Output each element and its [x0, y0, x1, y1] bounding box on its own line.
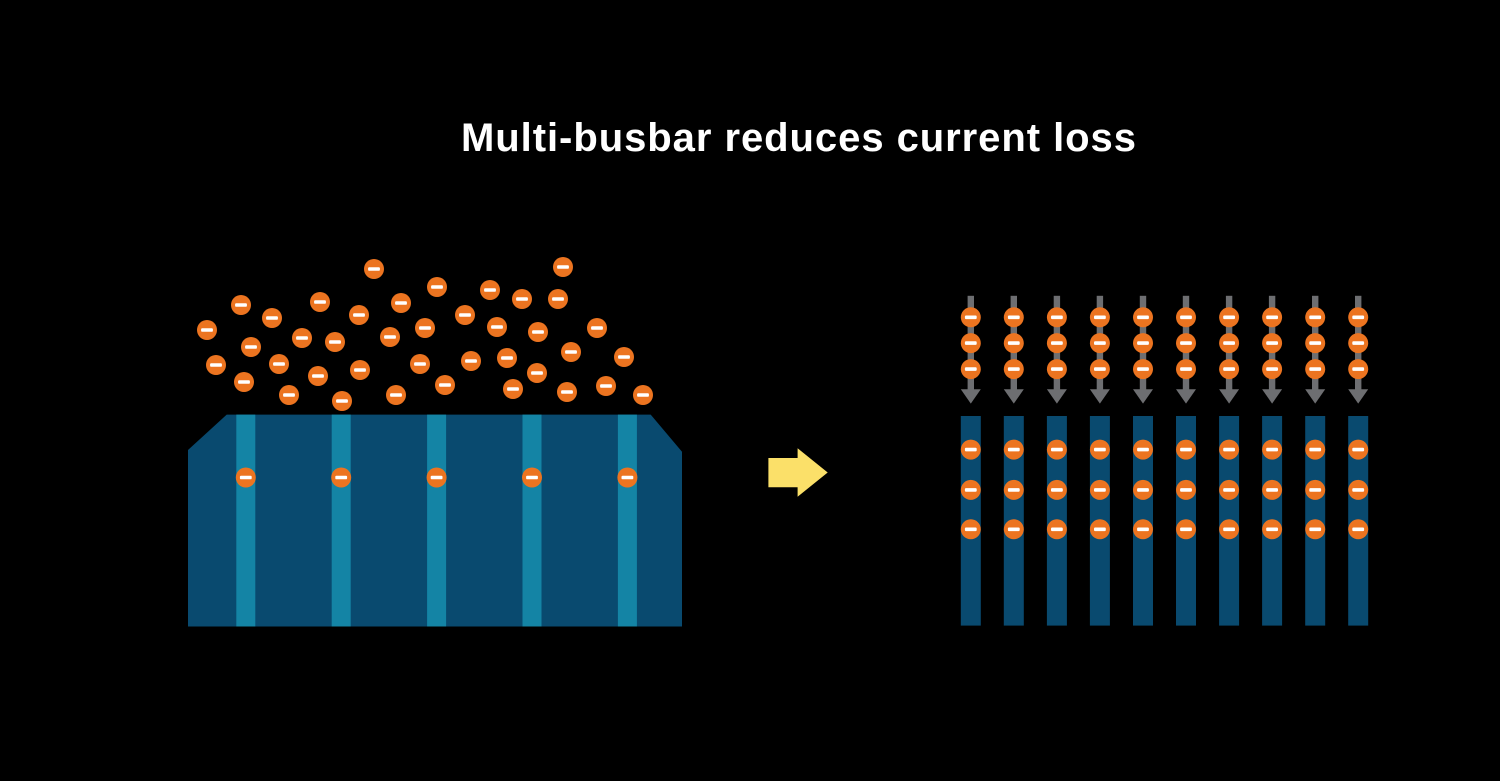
- svg-text:Multi-busbar reduces current l: Multi-busbar reduces current loss: [461, 116, 1137, 160]
